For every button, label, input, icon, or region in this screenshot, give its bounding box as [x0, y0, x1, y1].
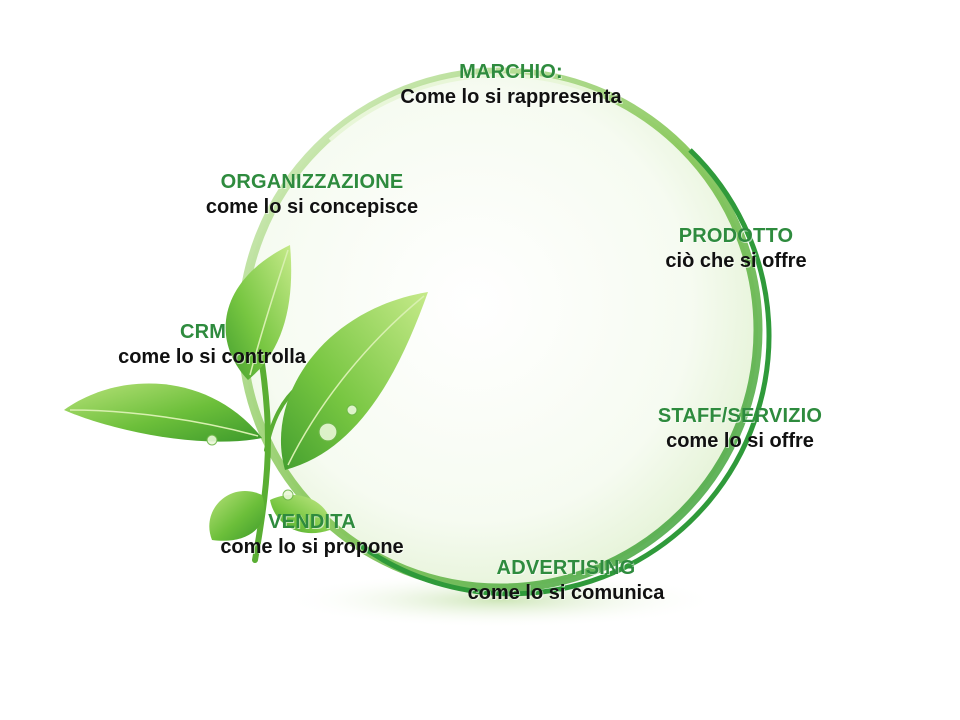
leaf-bottom-right [270, 494, 331, 534]
ring-highlight [328, 73, 601, 142]
label-crm: CRM come lo si controlla [72, 320, 352, 370]
leaf-left [64, 383, 262, 442]
label-title: ORGANIZZAZIONE [220, 171, 404, 193]
leaf-top [225, 245, 292, 380]
label-title: CRM [180, 321, 227, 343]
label-subtitle: come lo si propone [220, 536, 404, 558]
label-staff-servizio: STAFF/SERVIZIO come lo si offre [620, 404, 860, 454]
label-title: STAFF/SERVIZIO [657, 405, 823, 427]
label-subtitle: come lo si controlla [118, 346, 306, 368]
water-drop [206, 434, 218, 446]
label-vendita: VENDITA come lo si propone [172, 510, 452, 560]
leaf-top-vein [249, 249, 289, 376]
leaf-right [280, 292, 428, 470]
sphere [242, 72, 758, 588]
label-title: ADVERTISING [496, 557, 636, 579]
label-subtitle: ciò che si offre [665, 250, 807, 272]
label-organizzazione: ORGANIZZAZIONE come lo si concepisce [152, 170, 472, 220]
label-subtitle: come lo si concepisce [205, 196, 419, 218]
label-advertising: ADVERTISING come lo si comunica [420, 556, 712, 606]
label-title: PRODOTTO [678, 225, 794, 247]
water-drop [318, 422, 338, 442]
label-marchio: MARCHIO: Come lo si rappresenta [350, 60, 672, 110]
ground-shadow [280, 572, 720, 628]
label-title: MARCHIO: [459, 61, 563, 83]
ring-rim [358, 148, 772, 597]
leaf-bottom [209, 491, 265, 541]
label-subtitle: Come lo si rappresenta [400, 86, 622, 108]
label-title: VENDITA [268, 511, 356, 533]
label-subtitle: come lo si comunica [467, 582, 665, 604]
water-drop [346, 404, 358, 416]
label-subtitle: come lo si offre [666, 430, 814, 452]
label-prodotto: PRODOTTO ciò che si offre [620, 224, 852, 274]
leaf-right-vein [287, 295, 425, 466]
leaf-left-vein [69, 409, 259, 437]
water-drop [282, 489, 294, 501]
